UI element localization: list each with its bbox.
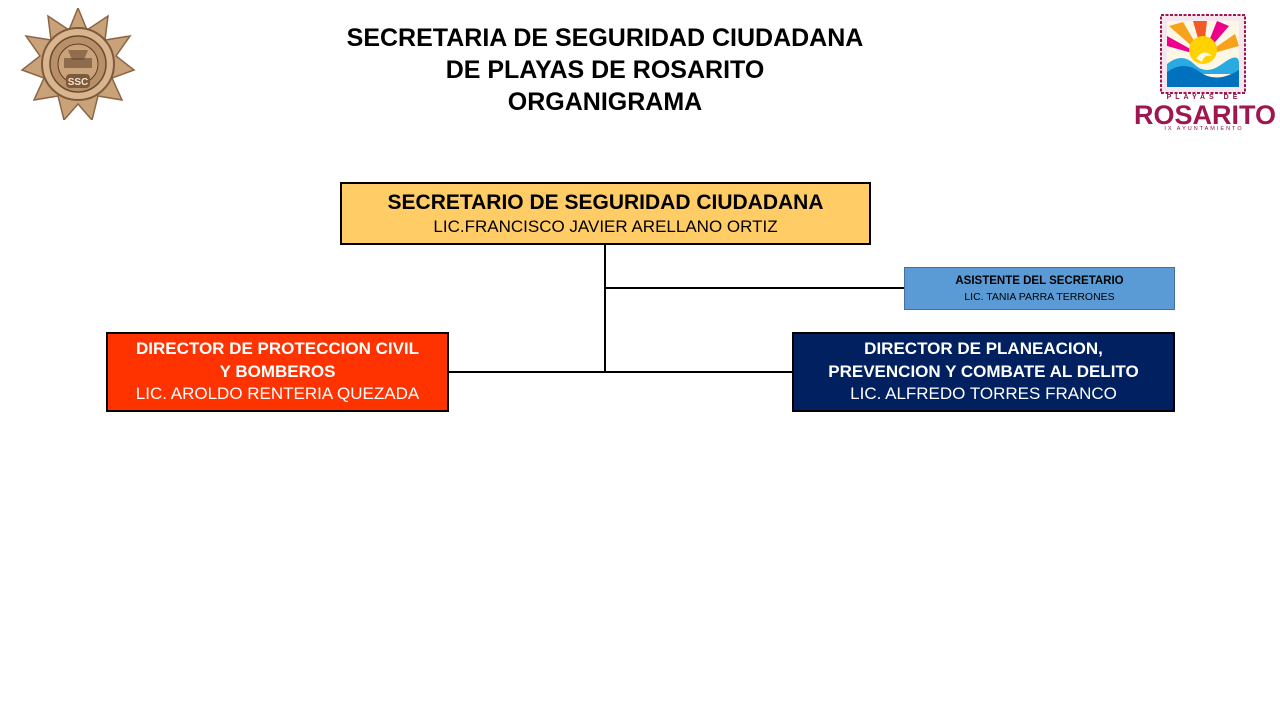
title-line-1: SECRETARIA DE SEGURIDAD CIUDADANA	[346, 24, 864, 52]
connector-to-asistente	[605, 287, 904, 289]
connector-vertical	[604, 245, 606, 372]
node-asistente-name: LIC. TANIA PARRA TERRONES	[964, 290, 1115, 303]
title-line-3: ORGANIGRAMA	[507, 88, 703, 116]
connector-to-directors	[449, 371, 792, 373]
rosarito-emblem-icon	[1160, 14, 1246, 94]
node-planeacion: DIRECTOR DE PLANEACION, PREVENCION Y COM…	[792, 332, 1175, 412]
node-asistente: ASISTENTE DEL SECRETARIO LIC. TANIA PARR…	[904, 267, 1175, 310]
node-secretario-name: LIC.FRANCISCO JAVIER ARELLANO ORTIZ	[433, 216, 778, 236]
node-asistente-title: ASISTENTE DEL SECRETARIO	[955, 274, 1124, 287]
node-planeacion-title-1: DIRECTOR DE PLANEACION,	[864, 339, 1103, 359]
page-title: SECRETARIA DE SEGURIDAD CIUDADANA DE PLA…	[300, 22, 910, 118]
node-secretario-title: SECRETARIO DE SEGURIDAD CIUDADANA	[387, 190, 824, 214]
node-planeacion-title-2: PREVENCION Y COMBATE AL DELITO	[828, 361, 1139, 381]
ssc-badge-label: SSC	[68, 77, 89, 88]
node-proteccion-civil-name: LIC. AROLDO RENTERIA QUEZADA	[135, 384, 420, 404]
ssc-badge-logo: SSC	[20, 8, 136, 120]
node-proteccion-civil: DIRECTOR DE PROTECCION CIVIL Y BOMBEROS …	[106, 332, 449, 412]
rosarito-logo: PLAYAS DE ROSARITO IX AYUNTAMIENTO	[1134, 14, 1277, 136]
rosarito-name: ROSARITO	[1134, 100, 1277, 130]
node-secretario: SECRETARIO DE SEGURIDAD CIUDADANA LIC.FR…	[340, 182, 871, 245]
node-planeacion-name: LIC. ALFREDO TORRES FRANCO	[850, 384, 1117, 404]
node-proteccion-civil-title-1: DIRECTOR DE PROTECCION CIVIL	[135, 339, 420, 359]
rosarito-top-text: PLAYAS DE	[1166, 94, 1242, 101]
node-proteccion-civil-title-2: Y BOMBEROS	[219, 361, 336, 381]
rosarito-bottom-text: IX AYUNTAMIENTO	[1164, 126, 1244, 132]
title-line-2: DE PLAYAS DE ROSARITO	[445, 56, 765, 84]
